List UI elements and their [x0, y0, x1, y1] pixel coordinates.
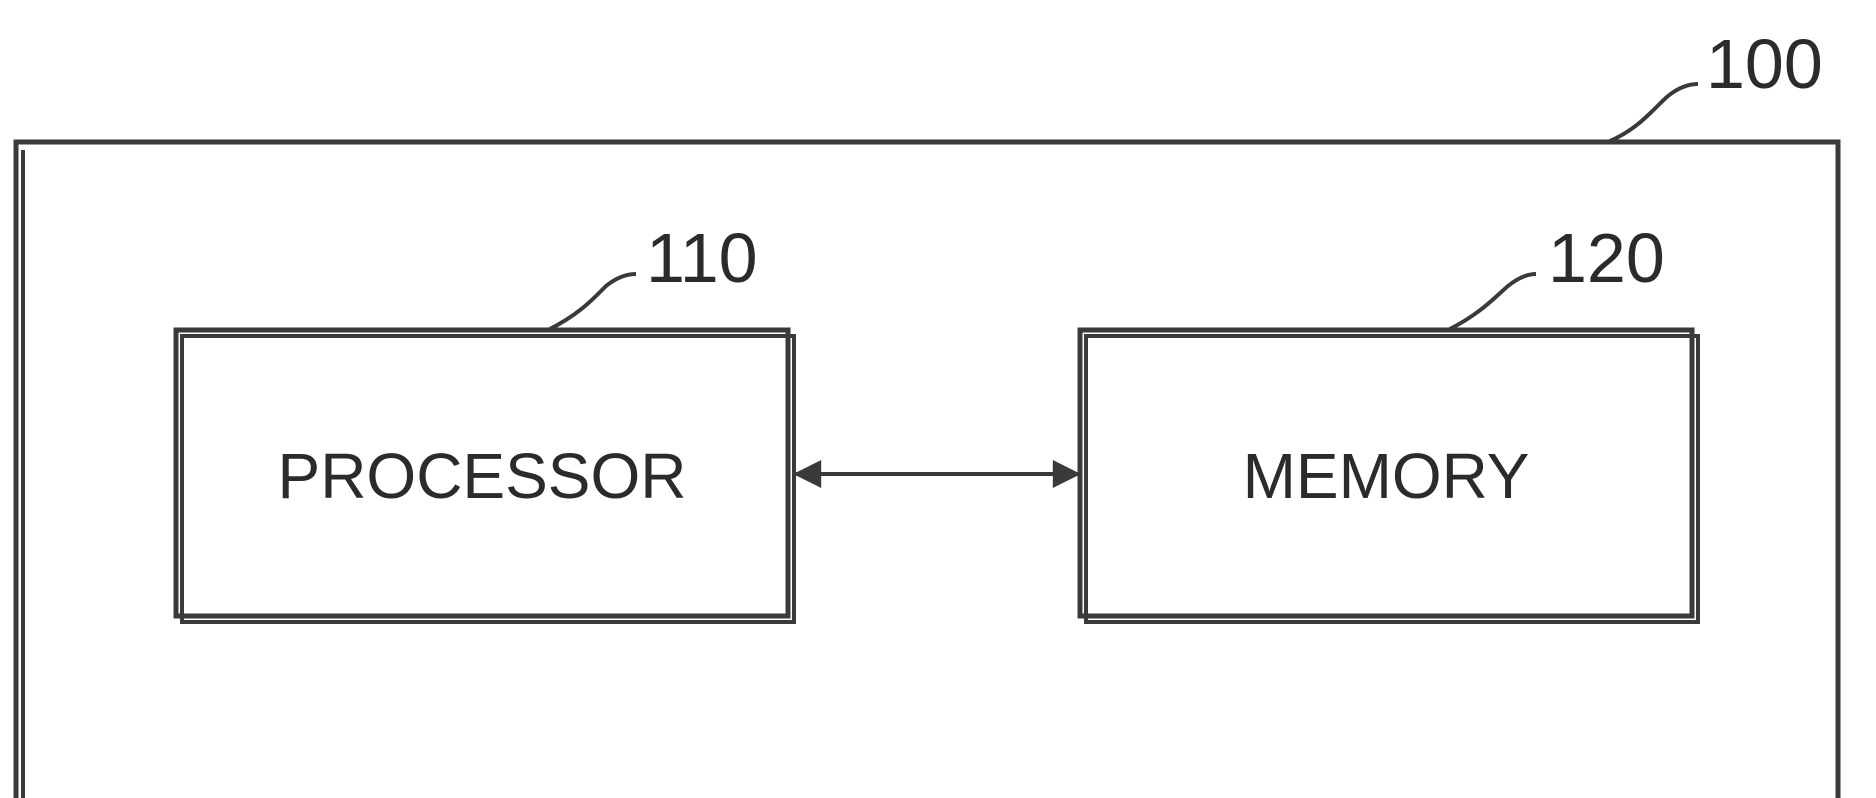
processor-ref-label: 110 — [646, 219, 758, 297]
device-ref-leader — [1608, 84, 1698, 142]
memory-ref-leader — [1448, 274, 1536, 330]
memory-ref-label: 120 — [1548, 219, 1665, 297]
processor-ref-leader — [548, 274, 636, 330]
memory-label: MEMORY — [1243, 440, 1530, 512]
device-ref-label: 100 — [1706, 25, 1823, 103]
processor-label: PROCESSOR — [278, 440, 687, 512]
memory-block: MEMORY — [1080, 330, 1698, 622]
processor-block: PROCESSOR — [176, 330, 794, 622]
